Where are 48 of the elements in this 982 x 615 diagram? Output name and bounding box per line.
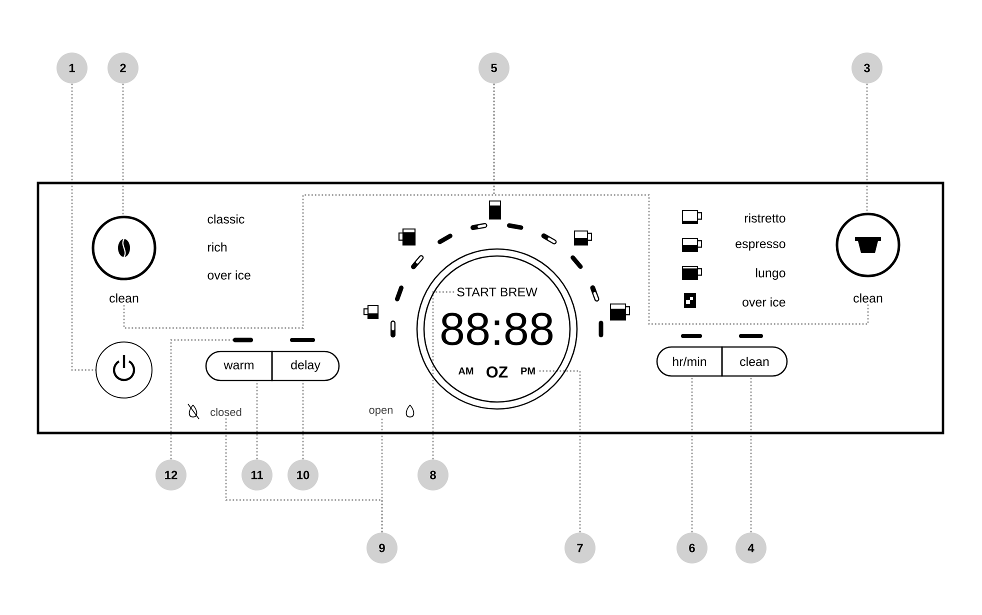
leader-line (493, 84, 869, 325)
leader-line (256, 380, 258, 460)
pill-button: hr/min (656, 346, 723, 377)
leader-line (71, 84, 96, 371)
cup-size-label: ristretto (744, 213, 786, 223)
callout-number: 1 (56, 52, 88, 84)
leader-line (381, 418, 383, 532)
leader-line (537, 370, 581, 532)
leader-line (432, 291, 455, 460)
setting-label: rich (208, 242, 227, 252)
callout-number: 4 (736, 532, 766, 564)
leader-line (866, 84, 868, 213)
callout-number: 9 (366, 532, 398, 564)
display-text: OZ (486, 366, 508, 378)
pill-button: warm (205, 350, 273, 382)
round-button (96, 342, 152, 398)
setting-label: over ice (208, 270, 250, 280)
display-text: PM (521, 368, 535, 374)
callout-number: 6 (676, 532, 708, 564)
valve-label: closed (210, 408, 242, 416)
round-button (92, 216, 156, 280)
callout-number: 5 (478, 52, 510, 84)
cup-size-label: over ice (742, 297, 786, 307)
setting-label: classic (208, 214, 244, 224)
callout-number: 8 (418, 460, 448, 490)
callout-number: 12 (156, 460, 186, 490)
callout-number: 2 (108, 52, 138, 84)
callout-number: 11 (242, 460, 272, 490)
callout-number: 10 (288, 460, 318, 490)
callout-number: 7 (564, 532, 596, 564)
button-label: clean (854, 293, 882, 303)
leader-line (170, 339, 233, 460)
cup-size-label: espresso (736, 241, 786, 251)
leader-line (302, 380, 304, 460)
button-label: clean (110, 293, 138, 303)
cup-size-label: lungo (756, 268, 786, 280)
clock-digits: 88:88 (441, 312, 553, 346)
indicator-light (233, 338, 253, 342)
leader-line (750, 376, 752, 532)
leader-line (122, 84, 124, 216)
round-button (836, 212, 900, 278)
pill-button: delay (271, 350, 340, 382)
callout-number: 3 (852, 52, 882, 84)
leader-line (691, 376, 693, 532)
display-text: START BREW (457, 288, 538, 296)
display-text: AM (458, 368, 474, 374)
pill-button: clean (721, 346, 788, 377)
valve-label: open (369, 408, 393, 416)
